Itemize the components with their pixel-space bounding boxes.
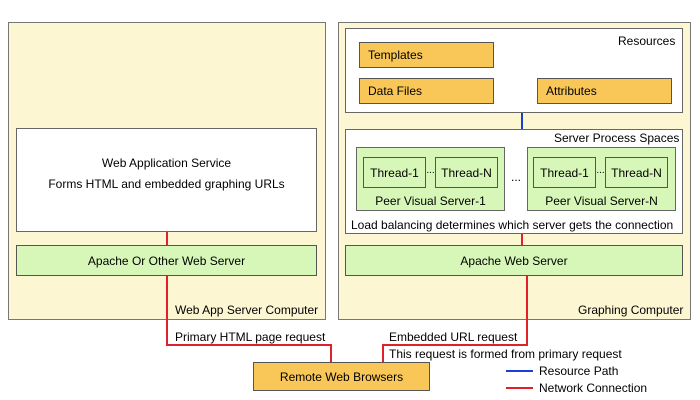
network-line-primary-request	[166, 276, 332, 362]
apache-or-other-web-server: Apache Or Other Web Server	[16, 245, 317, 276]
peer-server-n-label: Peer Visual Server-N	[545, 194, 658, 208]
templates-box: Templates	[359, 42, 494, 68]
legend-network-connection: Network Connection	[539, 381, 648, 395]
legend-resource-path: Resource Path	[539, 364, 619, 378]
right-computer-label: Graphing Computer	[578, 303, 684, 317]
remote-web-browsers: Remote Web Browsers	[253, 362, 430, 391]
thread-n-box: Thread-N	[435, 157, 498, 188]
web-application-service	[16, 128, 317, 232]
formed-note-label: This request is formed from primary requ…	[389, 347, 622, 361]
embedded-request-label: Embedded URL request	[389, 330, 518, 344]
data-files-box: Data Files	[359, 78, 494, 104]
thread-1-box: Thread-1	[363, 157, 426, 188]
thread-n-box: Thread-N	[605, 157, 668, 188]
left-computer-label: Web App Server Computer	[175, 303, 319, 317]
servers-ellipsis: ...	[510, 170, 521, 184]
thread-ellipsis: ...	[426, 165, 435, 176]
load-balancing-note: Load balancing determines which server g…	[351, 218, 674, 232]
service-description: Forms HTML and embedded graphing URLs	[48, 177, 285, 191]
thread-1-box: Thread-1	[533, 157, 596, 188]
peer-server-1-label: Peer Visual Server-1	[375, 194, 486, 208]
attributes-box: Attributes	[537, 78, 672, 104]
thread-ellipsis: ...	[596, 165, 605, 176]
network-line-embedded-request	[382, 276, 528, 362]
server-process-spaces-label: Server Process Spaces	[554, 131, 680, 145]
apache-web-server: Apache Web Server	[345, 245, 683, 276]
primary-request-label: Primary HTML page request	[175, 330, 326, 344]
resources-label: Resources	[618, 34, 676, 48]
service-title: Web Application Service	[101, 156, 232, 170]
